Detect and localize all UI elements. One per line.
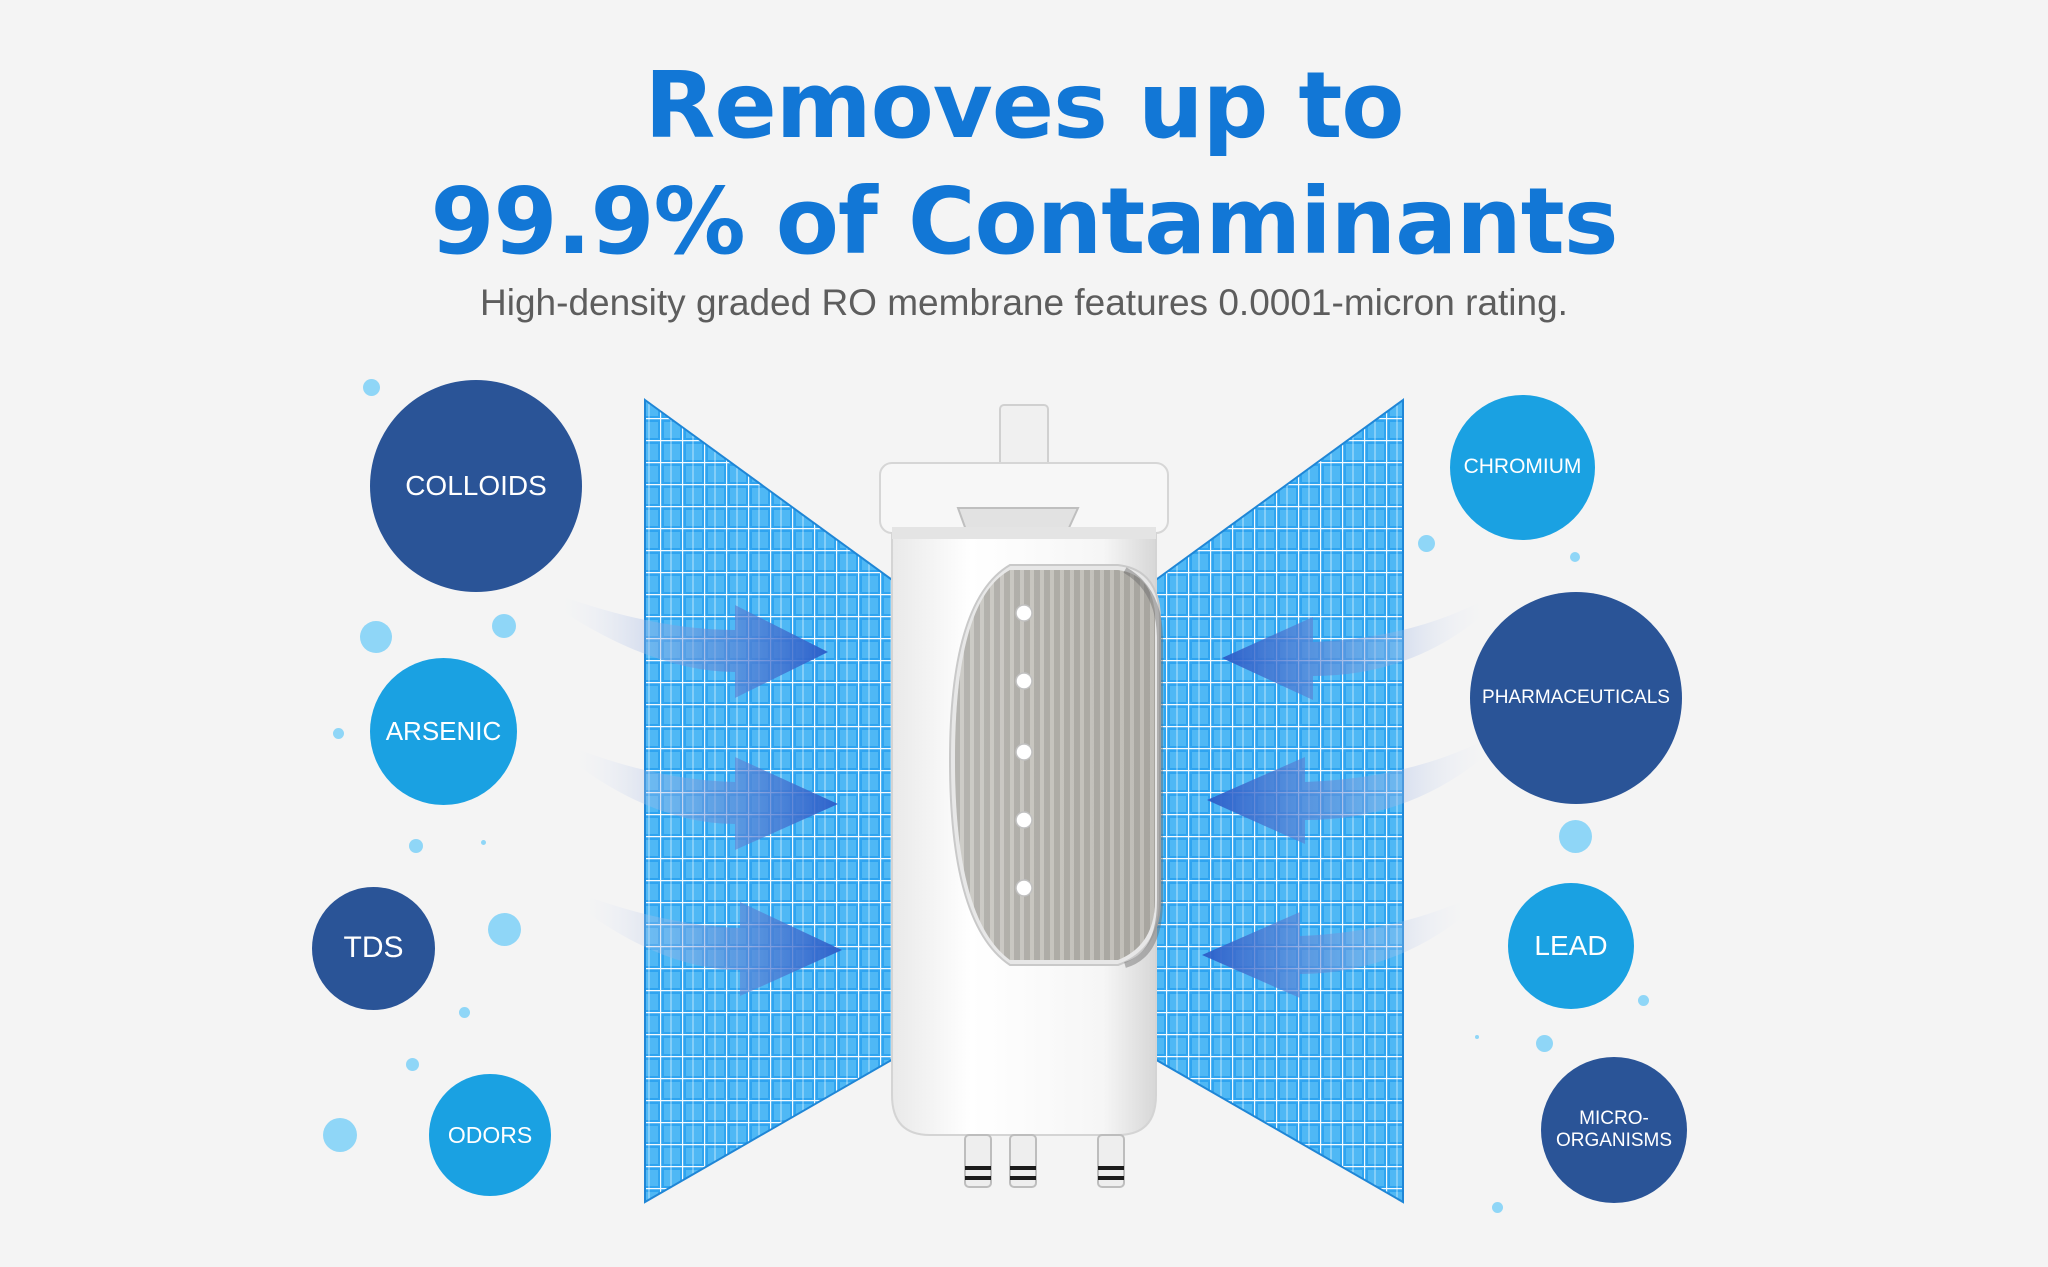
flow-arrow-icon xyxy=(1202,893,1480,998)
contaminant-microorganisms: MICRO- ORGANISMS xyxy=(1541,1057,1687,1203)
contaminant-chromium: CHROMIUM xyxy=(1450,395,1595,540)
flow-arrows-right xyxy=(1202,592,1503,998)
contaminant-label: COLLOIDS xyxy=(405,469,547,501)
contaminant-pharmaceuticals: PHARMACEUTICALS xyxy=(1470,592,1682,804)
flow-arrow-icon xyxy=(560,742,838,850)
ro-filter-cartridge-icon xyxy=(879,404,1169,1188)
water-dot xyxy=(409,839,423,853)
water-dot xyxy=(1638,995,1649,1006)
contaminant-colloids: COLLOIDS xyxy=(370,380,582,592)
contaminant-arsenic: ARSENIC xyxy=(370,658,517,805)
water-dot xyxy=(1536,1035,1553,1052)
water-dot xyxy=(459,1007,470,1018)
subheadline: High-density graded RO membrane features… xyxy=(480,282,1568,323)
flow-arrow-icon xyxy=(1222,592,1498,700)
water-dot xyxy=(1492,1202,1503,1213)
water-dot xyxy=(488,913,521,946)
contaminant-odors: ODORS xyxy=(429,1074,551,1196)
contaminant-label: PHARMACEUTICALS xyxy=(1482,687,1670,709)
water-dot xyxy=(333,728,344,739)
water-dot xyxy=(1570,552,1580,562)
water-dot xyxy=(481,840,486,845)
contaminant-lead: LEAD xyxy=(1508,883,1634,1009)
headline: Removes up to 99.9% of Contaminants xyxy=(0,48,2048,280)
water-dot xyxy=(1475,1035,1479,1039)
headline-line-2: 99.9% of Contaminants xyxy=(430,168,1619,275)
flow-arrow-icon xyxy=(570,890,842,996)
water-dot xyxy=(492,614,516,638)
flow-arrow-icon xyxy=(1207,730,1503,844)
headline-line-1: Removes up to xyxy=(644,52,1404,159)
flow-arrow-icon xyxy=(545,590,828,698)
water-dot xyxy=(1418,535,1435,552)
contaminant-label: TDS xyxy=(343,931,404,965)
flow-arrows-left xyxy=(545,590,842,996)
contaminant-label: ARSENIC xyxy=(385,715,502,746)
water-dot xyxy=(1559,820,1592,853)
water-dot xyxy=(406,1058,419,1071)
contaminant-label: LEAD xyxy=(1534,929,1608,961)
water-dot xyxy=(363,379,380,396)
contaminant-label: ODORS xyxy=(447,1121,533,1148)
contaminant-label: MICRO- ORGANISMS xyxy=(1555,1108,1673,1151)
water-dot xyxy=(360,621,392,653)
contaminant-label: CHROMIUM xyxy=(1463,455,1582,479)
water-dot xyxy=(323,1118,357,1152)
contaminant-tds: TDS xyxy=(312,887,435,1010)
